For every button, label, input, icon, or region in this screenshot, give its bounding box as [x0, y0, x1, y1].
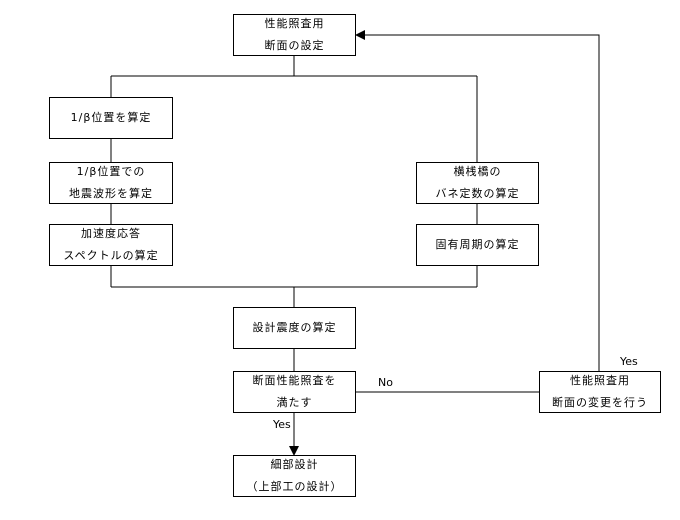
node-section-setting-line-1: 性能照査用 — [264, 17, 325, 30]
node-spectrum-line-1: 加速度応答 — [81, 227, 141, 240]
label-no: No — [378, 376, 393, 389]
node-beta-wave-line-2: 地震波形を算定 — [69, 187, 153, 200]
node-design-seismic-line-1: 設計震度の算定 — [252, 321, 337, 334]
node-natural-period: 固有周期の算定 — [416, 224, 539, 266]
node-detail-design-line-2: （上部工の設計） — [246, 480, 343, 493]
node-section-change: 性能照査用 断面の変更を行う — [539, 371, 661, 413]
label-yes-down: Yes — [273, 418, 291, 431]
node-section-setting-line-2: 断面の設定 — [264, 39, 325, 52]
node-section-change-line-1: 性能照査用 — [570, 374, 630, 387]
node-performance-check-line-2: 満たす — [276, 396, 313, 409]
node-performance-check-line-1: 断面性能照査を — [252, 374, 337, 387]
node-beta-position-line-1: 1/β位置を算定 — [70, 111, 152, 124]
node-spring-constant: 横桟橋の バネ定数の算定 — [416, 162, 539, 204]
node-beta-wave-line-1: 1/β位置での — [76, 165, 146, 178]
node-spectrum-line-2: スペクトルの算定 — [63, 249, 159, 262]
node-beta-position: 1/β位置を算定 — [49, 97, 173, 139]
node-detail-design-line-1: 細部設計 — [270, 458, 319, 471]
node-natural-period-line-1: 固有周期の算定 — [435, 238, 520, 251]
node-design-seismic: 設計震度の算定 — [233, 307, 356, 349]
node-section-change-line-2: 断面の変更を行う — [552, 396, 648, 409]
node-section-setting: 性能照査用 断面の設定 — [233, 14, 356, 56]
node-performance-check: 断面性能照査を 満たす — [233, 371, 356, 413]
node-spring-constant-line-2: バネ定数の算定 — [435, 187, 520, 200]
node-detail-design: 細部設計 （上部工の設計） — [233, 455, 356, 497]
node-beta-wave: 1/β位置での 地震波形を算定 — [49, 162, 173, 204]
node-spring-constant-line-1: 横桟橋の — [453, 165, 502, 178]
node-spectrum: 加速度応答 スペクトルの算定 — [49, 224, 173, 266]
arrow-feedback-loop — [355, 30, 600, 371]
label-yes-loop: Yes — [620, 355, 638, 368]
